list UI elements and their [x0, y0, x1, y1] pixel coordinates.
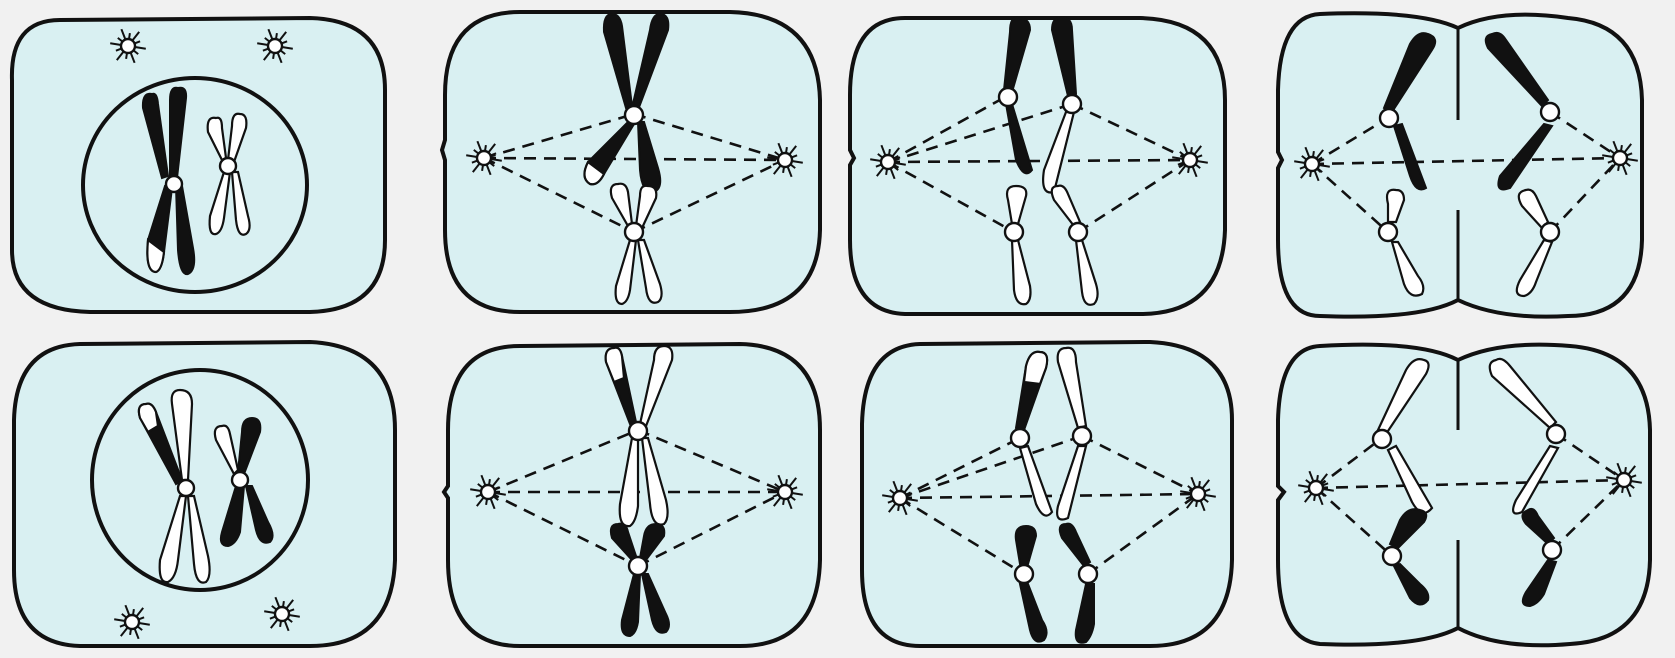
centromere [220, 158, 236, 174]
centromere [1379, 223, 1397, 241]
centriole [121, 39, 135, 53]
centriole [893, 491, 907, 505]
cell-top-2 [442, 12, 820, 312]
centriole [1309, 481, 1323, 495]
centriole [778, 485, 792, 499]
centriole [1191, 487, 1205, 501]
centriole [477, 151, 491, 165]
centriole [1617, 473, 1631, 487]
centromere [1063, 95, 1081, 113]
cell-bottom-4 [1278, 345, 1650, 646]
centromere [1011, 429, 1029, 447]
centromere [232, 472, 248, 488]
centromere [1541, 223, 1559, 241]
centriole [778, 153, 792, 167]
cell-membrane [850, 18, 1225, 314]
centromere [1541, 103, 1559, 121]
centromere [999, 88, 1017, 106]
centriole [1183, 153, 1197, 167]
centromere [1015, 565, 1033, 583]
centromere [178, 480, 194, 496]
centriole [881, 155, 895, 169]
cell-membrane [1278, 13, 1642, 316]
centromere [166, 176, 182, 192]
centriole [275, 607, 289, 621]
centriole [268, 39, 282, 53]
cell-membrane [862, 342, 1232, 646]
centriole [1613, 151, 1627, 165]
cell-bottom-3 [862, 342, 1232, 646]
centromere [625, 223, 643, 241]
centromere [1383, 547, 1401, 565]
centromere [1547, 425, 1565, 443]
centromere [625, 106, 643, 124]
centriole [1305, 157, 1319, 171]
centromere [1373, 430, 1391, 448]
cell-bottom-2 [444, 344, 820, 646]
centromere [629, 557, 647, 575]
cell-membrane [1278, 345, 1650, 646]
centriole [125, 615, 139, 629]
centromere [1380, 109, 1398, 127]
cell-bottom-1 [14, 342, 395, 646]
cell-top-1 [12, 18, 385, 312]
cell-top-3 [850, 18, 1225, 314]
centromere [1543, 541, 1561, 559]
centromere [629, 422, 647, 440]
centriole [481, 485, 495, 499]
centromere [1073, 427, 1091, 445]
centromere [1079, 565, 1097, 583]
centromere [1069, 223, 1087, 241]
cell-top-4 [1278, 13, 1642, 316]
centromere [1005, 223, 1023, 241]
